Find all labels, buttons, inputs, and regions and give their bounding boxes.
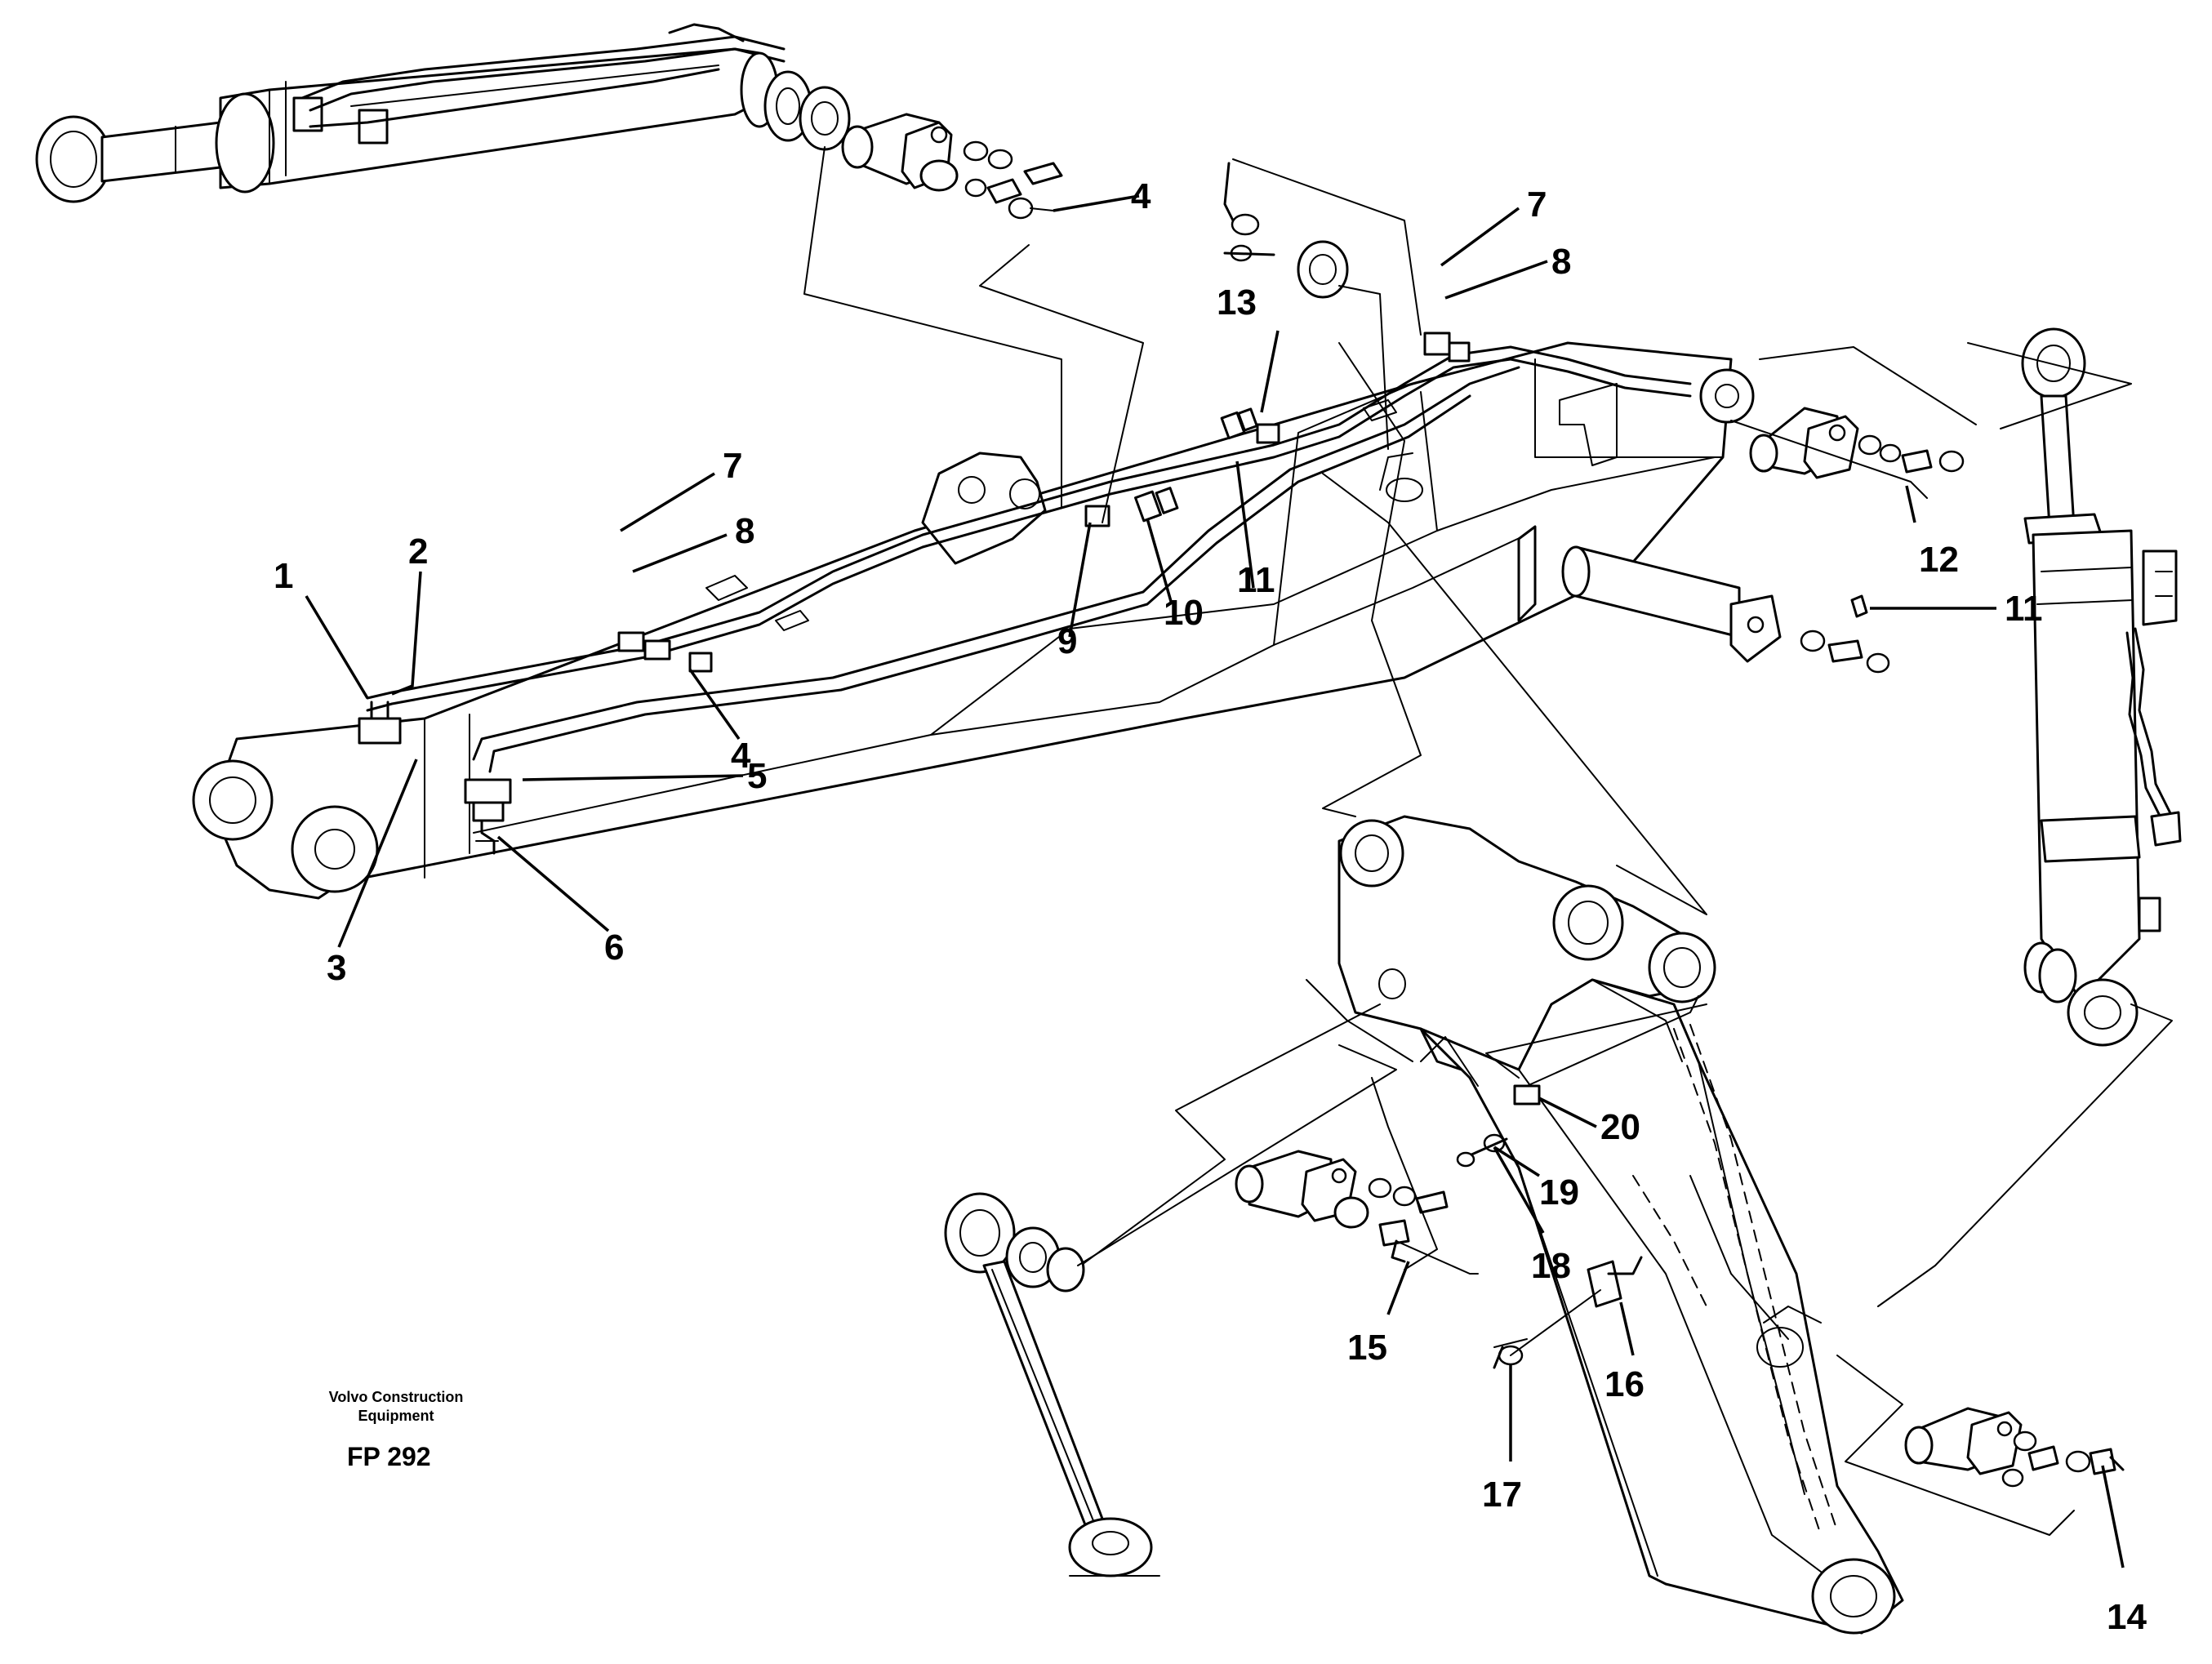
boom-foot-pin-assembly — [1836, 1355, 2125, 1536]
callout-9: 9 — [1057, 621, 1077, 661]
boom-cylinder — [1877, 327, 2182, 1307]
upper-pin-assembly — [1223, 158, 1422, 450]
callout-5: 5 — [747, 756, 767, 796]
brand-line-1: Volvo Construction — [329, 1389, 464, 1405]
callout-11: 11 — [1237, 560, 1275, 600]
callout-4: 4 — [731, 736, 751, 776]
callout-17: 17 — [1482, 1475, 1522, 1515]
callout-11: 11 — [2005, 589, 2043, 629]
callout-labels: 1 2 3 4 4 5 6 7 7 8 8 9 10 11 11 12 13 1… — [274, 176, 2147, 1637]
callout-8: 8 — [735, 511, 754, 551]
callout-leaders — [305, 194, 2125, 1568]
boom-body — [1069, 342, 1904, 1635]
callout-1: 1 — [274, 556, 293, 596]
boom-pivot-pin — [1517, 525, 1890, 674]
rear-pin-assembly — [1730, 346, 1977, 499]
callout-10: 10 — [1164, 593, 1204, 633]
callout-7: 7 — [723, 446, 742, 486]
callout-2: 2 — [408, 532, 428, 572]
arm-cylinder — [35, 23, 851, 203]
callout-16: 16 — [1604, 1364, 1645, 1404]
figure-code: FP 292 — [347, 1442, 431, 1471]
diagram-footer: Volvo Construction Equipment FP 292 — [329, 1389, 464, 1471]
callout-12: 12 — [1919, 540, 1959, 580]
callout-14: 14 — [2107, 1597, 2147, 1637]
callout-4: 4 — [1131, 176, 1151, 216]
callout-19: 19 — [1539, 1172, 1579, 1212]
arm-hydraulic-pipes — [358, 331, 1692, 855]
callout-8: 8 — [1551, 242, 1571, 282]
callout-3: 3 — [327, 948, 346, 988]
callout-18: 18 — [1531, 1246, 1571, 1286]
callout-15: 15 — [1347, 1328, 1387, 1368]
callout-7: 7 — [1527, 185, 1547, 225]
arm-cylinder-pin-assembly — [803, 113, 1144, 523]
callout-13: 13 — [1217, 283, 1257, 323]
callout-6: 6 — [604, 928, 624, 968]
boom-lower-cylinder — [944, 1044, 1397, 1577]
boom-lower-pin-assembly — [1235, 1077, 1479, 1275]
brand-line-2: Equipment — [358, 1408, 434, 1424]
callout-20: 20 — [1600, 1107, 1640, 1147]
